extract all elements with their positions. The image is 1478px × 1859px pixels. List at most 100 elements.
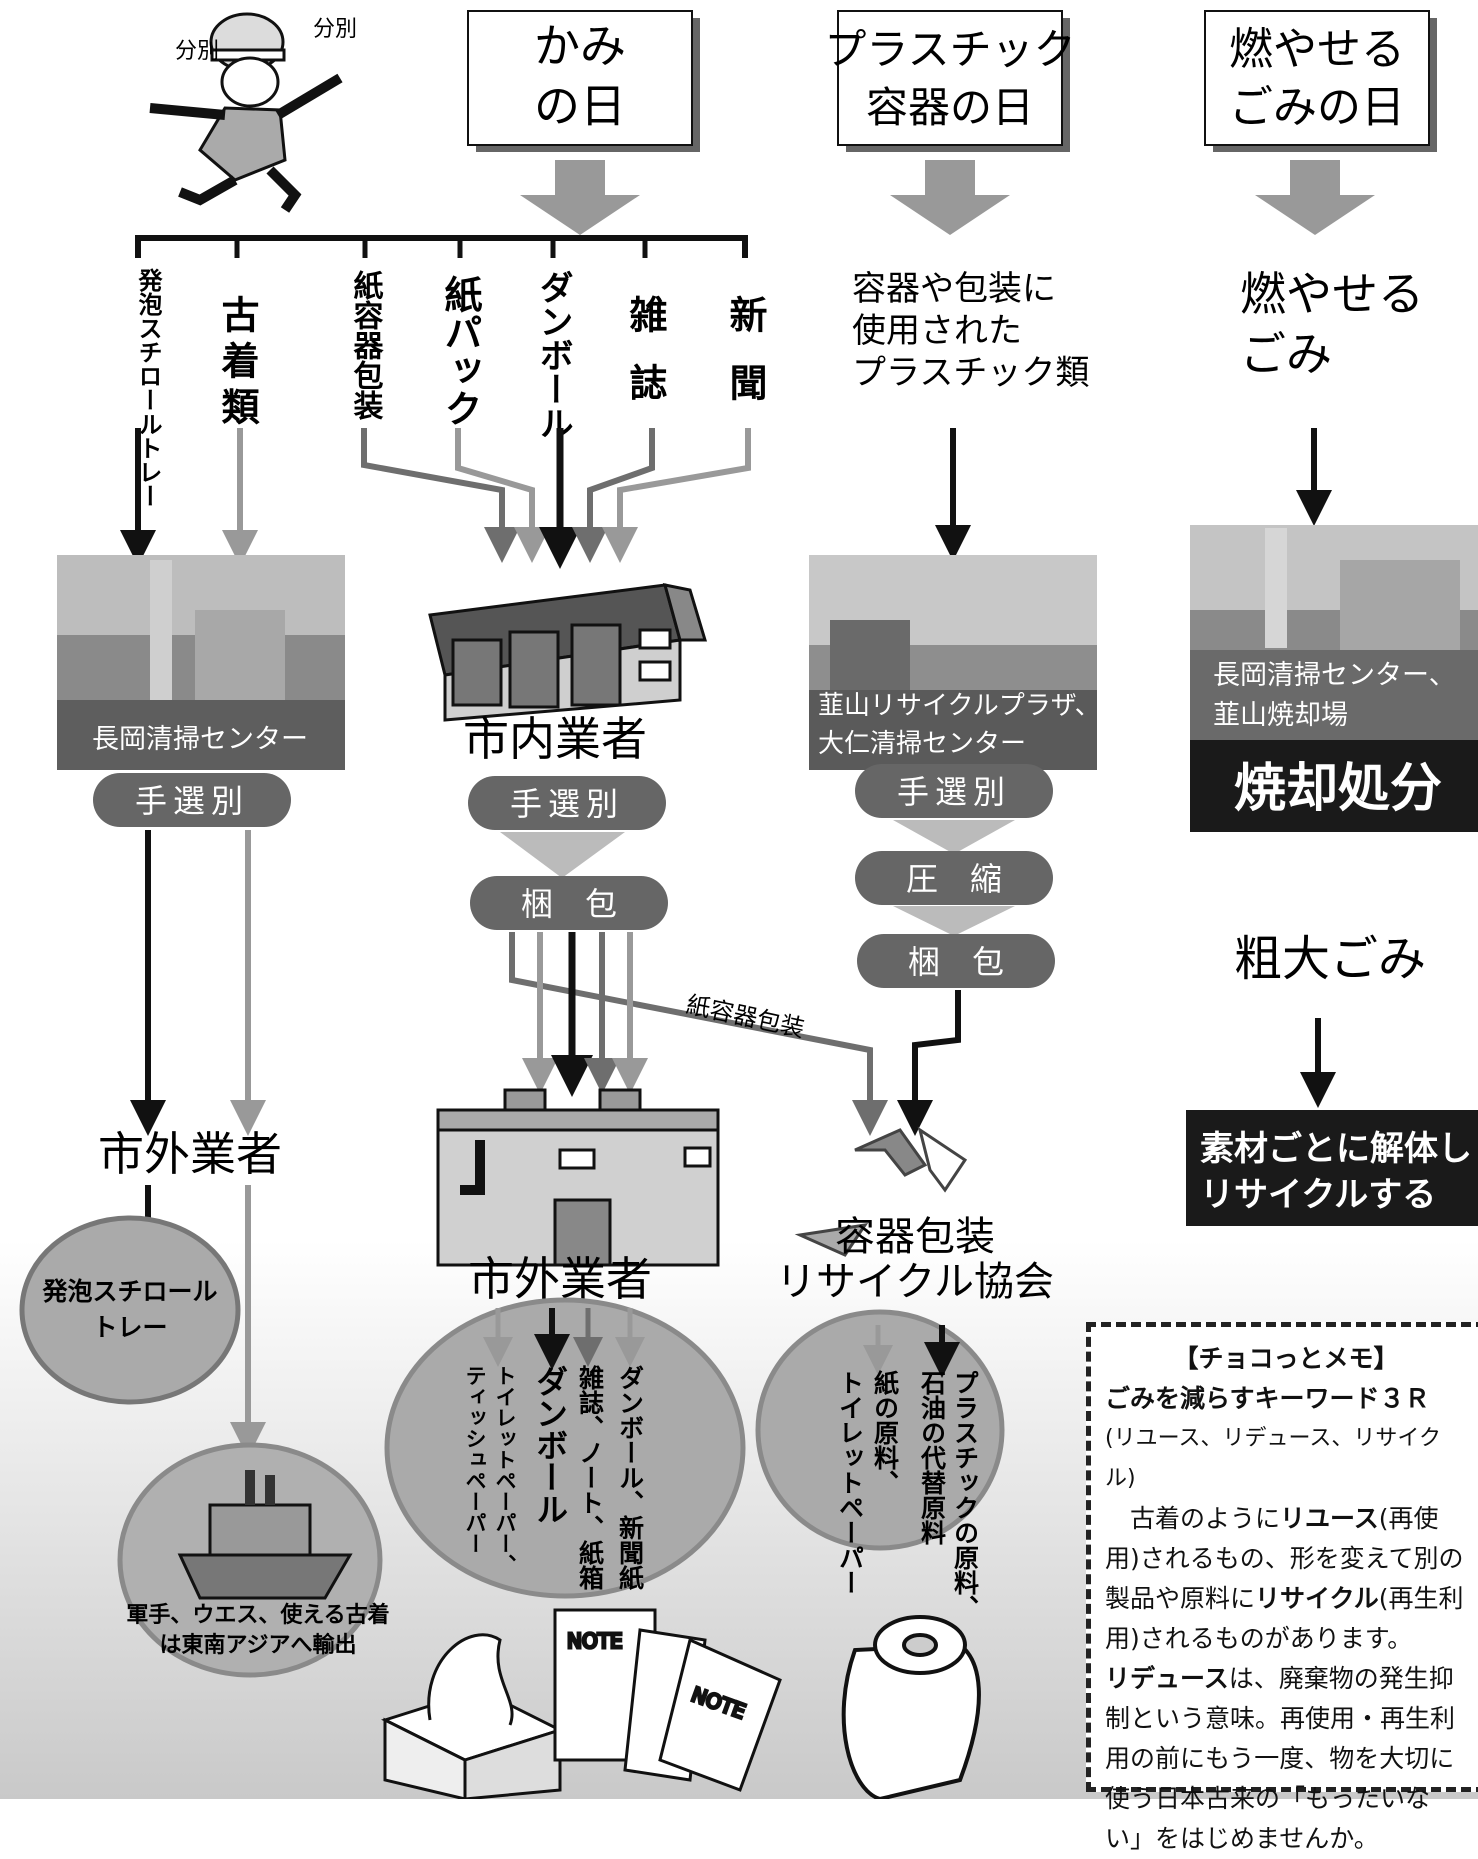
kami-branch-bar bbox=[135, 235, 748, 258]
association-line2: リサイクル協会 bbox=[776, 1259, 1054, 1305]
nirayama-caption-line2: 大仁清掃センター bbox=[818, 729, 1026, 759]
nagaoka-handsort-pill: 手選別 bbox=[93, 773, 291, 827]
association-line1: 容器包装 bbox=[835, 1214, 995, 1260]
incinerator-photo: 長岡清掃センター、 韮山焼却場 bbox=[1190, 525, 1478, 740]
memo-keyword-recycle: リサイクル bbox=[1255, 1584, 1379, 1613]
memo-p1-text-e: (再生利用)されるものがあります。 bbox=[1105, 1584, 1464, 1653]
burnable-down-arrow-icon bbox=[1255, 160, 1375, 235]
vendor-handsort-label: 手選別 bbox=[510, 785, 624, 823]
recycle-symbol-icon bbox=[794, 1126, 968, 1257]
worker-shout-right: 分別 bbox=[313, 17, 357, 42]
nirayama-photo: 韮山リサイクルプラザ、 大仁清掃センター bbox=[809, 555, 1101, 770]
memo-keyword-reduce: リデュース bbox=[1105, 1664, 1229, 1693]
incineration-box: 焼却処分 bbox=[1190, 740, 1478, 832]
export-circle: 軍手、ウエス、使える古着 は東南アジアへ輸出 bbox=[117, 1442, 390, 1678]
toilet-paper-icon bbox=[841, 1615, 981, 1802]
memo-p1-text-a: 古着のように bbox=[1130, 1504, 1281, 1533]
association-product-1: プラスチックの原料、 bbox=[951, 1370, 980, 1620]
arrow-paperpack-to-vendor bbox=[455, 428, 550, 563]
burnable-day-line1: 燃やせる bbox=[1229, 24, 1405, 75]
burnable-day-line2: ごみの日 bbox=[1229, 82, 1405, 133]
vendor-baling-label: 梱 包 bbox=[521, 885, 617, 923]
vendor-baling-pill: 梱 包 bbox=[470, 876, 668, 930]
memo-title: ごみを減らすキーワード３Ｒ bbox=[1105, 1384, 1430, 1413]
arrow-newspaper-to-vendor bbox=[602, 428, 751, 563]
nirayama-handsort-label: 手選別 bbox=[897, 773, 1011, 811]
association-products-circle: プラスチックの原料、 石油の代替原料 紙の原料、 トイレットペーパー bbox=[755, 1309, 1005, 1620]
vendor-product-2: 雑誌、ノート、紙箱 bbox=[576, 1364, 606, 1590]
styrofoam-result-line1: 発泡スチロール bbox=[41, 1277, 217, 1306]
export-note-line1: 軍手、ウエス、使える古着 bbox=[126, 1602, 389, 1628]
bulky-result-box: 素材ごとに解体し リサイクルする bbox=[1186, 1110, 1478, 1226]
memo-box: 【チョコっとメモ】 ごみを減らすキーワード３Ｒ (リユース、リデュース、リサイク… bbox=[1086, 1322, 1478, 1853]
kami-item-oldclothes: 古着類 bbox=[215, 295, 259, 433]
bulky-result-line2: リサイクルする bbox=[1200, 1175, 1436, 1215]
memo-paragraph-1: 古着のようにリユース(再使用)されるもの、形を変えて別の製品や原料にリサイクル(… bbox=[1105, 1499, 1467, 1659]
kami-item-labels: 発泡スチロールトレー 古着類 紙容器包装 紙パック ダンボール 雑誌 新聞 bbox=[134, 267, 767, 508]
arrow-magazine-to-vendor bbox=[572, 428, 655, 563]
association-product-3: 紙の原料、 bbox=[871, 1369, 900, 1495]
tissue-box-icon bbox=[381, 1633, 564, 1801]
kami-item-newspaper: 新聞 bbox=[723, 295, 767, 431]
memo-keyword-reuse: リユース bbox=[1280, 1504, 1379, 1533]
memo-paragraph-2: リデュースは、廃棄物の発生抑制という意味。再使用・再生利用の前にもう一度、物を大… bbox=[1105, 1659, 1467, 1859]
notebooks-icon: NOTE NOTE bbox=[553, 1608, 782, 1792]
bulky-result-line1: 素材ごとに解体し bbox=[1200, 1129, 1472, 1169]
styrofoam-result-circle: 発泡スチロール トレー bbox=[19, 1215, 241, 1405]
plastic-day-box: プラスチック 容器の日 bbox=[824, 10, 1076, 152]
vendor-product-3: ダンボール bbox=[531, 1365, 569, 1525]
styrofoam-result-line2: トレー bbox=[92, 1313, 167, 1342]
nagaoka-photo: 長岡清掃センター bbox=[57, 555, 345, 770]
worker-shout-left: 分別 bbox=[175, 39, 219, 64]
nirayama-baling-pill: 梱 包 bbox=[857, 934, 1055, 988]
memo-heading: 【チョコっとメモ】 bbox=[1173, 1344, 1399, 1373]
association-product-2: 石油の代替原料 bbox=[918, 1370, 948, 1545]
nirayama-funnel-1-icon bbox=[893, 820, 1015, 854]
kami-item-paper-container: 紙容器包装 bbox=[348, 269, 385, 421]
plastic-day-line2: 容器の日 bbox=[866, 83, 1034, 132]
nirayama-baling-label: 梱 包 bbox=[908, 943, 1004, 981]
kami-day-line1: かみ bbox=[534, 19, 626, 73]
association-product-4: トイレットペーパー bbox=[836, 1370, 865, 1595]
burnable-item-label: 燃やせる ごみ bbox=[1240, 267, 1424, 381]
outside-vendor-center-label: 市外業者 bbox=[468, 1252, 652, 1306]
burnable-item-line1: 燃やせる bbox=[1240, 267, 1424, 321]
vendor-products-circle: ダンボール、新聞紙 雑誌、ノート、紙箱 ダンボール トイレットペーパー、 ティッ… bbox=[384, 1297, 746, 1599]
nirayama-caption-line1: 韮山リサイクルプラザ、 bbox=[818, 691, 1101, 721]
note-label-1: NOTE bbox=[567, 1629, 623, 1653]
vendor-handsort-pill: 手選別 bbox=[468, 776, 666, 830]
plastic-item-label: 容器や包装に 使用された プラスチック類 bbox=[852, 269, 1089, 393]
kami-down-arrow-icon bbox=[520, 160, 640, 235]
export-note-line2: は東南アジアへ輸出 bbox=[159, 1632, 356, 1658]
kami-day-box: かみ の日 bbox=[467, 10, 700, 152]
nagaoka-photo-caption: 長岡清掃センター bbox=[92, 724, 308, 755]
kami-item-paper-pack: 紙パック bbox=[438, 275, 482, 427]
plastic-day-line1: プラスチック bbox=[824, 25, 1075, 74]
plastic-item-line2: 使用された bbox=[852, 311, 1022, 351]
nirayama-compress-pill: 圧 縮 bbox=[855, 851, 1053, 905]
paper-container-route-label: 紙容器包装 bbox=[684, 990, 807, 1042]
city-vendor-label: 市内業者 bbox=[463, 712, 647, 766]
burnable-day-box: 燃やせる ごみの日 bbox=[1204, 10, 1437, 152]
city-vendor-building-icon bbox=[428, 583, 708, 722]
memo-subtitle: (リユース、リデュース、リサイクル) bbox=[1105, 1426, 1441, 1491]
kami-item-cardboard: ダンボール bbox=[533, 270, 573, 440]
factory-building-icon bbox=[436, 1088, 720, 1267]
kami-day-line2: の日 bbox=[534, 79, 626, 133]
incinerator-caption-line1: 長岡清掃センター、 bbox=[1213, 660, 1456, 691]
vendor-product-5: ティッシュペーパー bbox=[463, 1365, 487, 1554]
cargo-ship-icon bbox=[177, 1470, 353, 1600]
nirayama-funnel-2-icon bbox=[893, 906, 1015, 936]
vendor-product-4: トイレットペーパー、 bbox=[493, 1365, 517, 1575]
arrow-plastic-to-association bbox=[897, 990, 961, 1136]
plastic-down-arrow-icon bbox=[890, 160, 1010, 235]
vendor-funnel-icon bbox=[500, 832, 625, 878]
nirayama-handsort-pill: 手選別 bbox=[855, 764, 1053, 818]
burnable-item-line2: ごみ bbox=[1240, 327, 1332, 381]
outside-vendor-left-label: 市外業者 bbox=[98, 1127, 282, 1181]
worker-mascot-icon: 分別 分別 bbox=[149, 12, 357, 213]
incineration-label: 焼却処分 bbox=[1234, 759, 1442, 819]
nagaoka-handsort-label: 手選別 bbox=[135, 782, 249, 820]
kami-item-magazine: 雑誌 bbox=[623, 295, 668, 431]
memo-p1-text-c: (再使用)されるもの、形を変えて別の製品や原料に bbox=[1105, 1504, 1464, 1613]
